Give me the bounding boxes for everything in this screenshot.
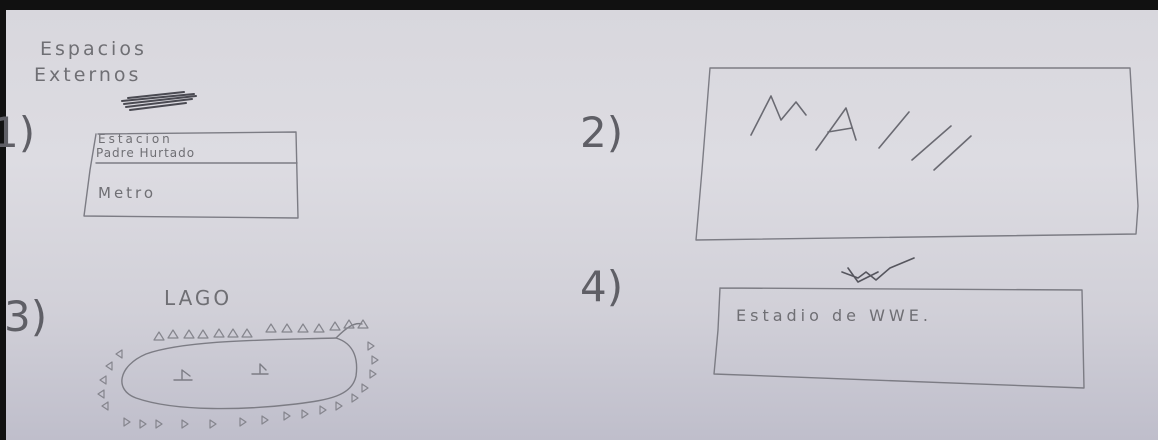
boat-icon-2 xyxy=(252,364,268,374)
lake-inlet xyxy=(336,324,362,338)
sketch-paper: Espacios Externos 1) 2) 3) 4) Estacion P… xyxy=(6,10,1158,440)
lake-outline xyxy=(122,338,357,409)
mall-sketch-text xyxy=(751,96,971,170)
mall-box xyxy=(696,68,1138,240)
scribble-mark xyxy=(122,92,196,110)
station-box xyxy=(84,132,298,218)
sketch-drawings xyxy=(6,10,1158,440)
boat-icon-1 xyxy=(174,370,192,380)
lake-trees xyxy=(98,320,378,428)
w-logo-icon xyxy=(842,258,914,282)
stadium-box xyxy=(714,288,1084,388)
